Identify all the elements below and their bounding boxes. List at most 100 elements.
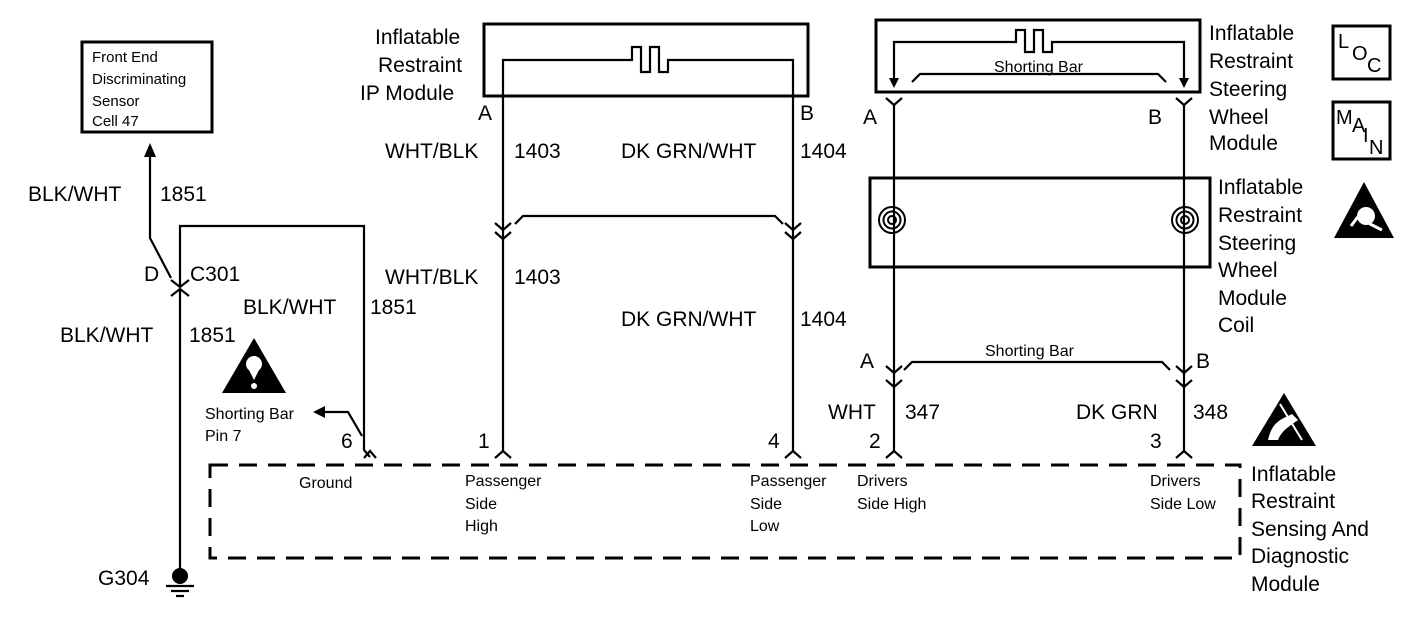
steering-shorting-bar-label: Shorting Bar (994, 59, 1084, 76)
ip-module-box (482, 22, 810, 98)
steering-coil-label-1: Inflatable (1218, 176, 1303, 199)
wire-color-blk-wht-top: BLK/WHT (28, 183, 122, 206)
steering-wheel-module-label-5: Module (1209, 132, 1278, 155)
ip-terminal-b: B (800, 102, 814, 125)
sdm-pin-1-label-1: Passenger (465, 473, 542, 490)
front-end-sensor-line-4: Cell 47 (92, 113, 139, 130)
steering-wheel-module-label-3: Steering (1209, 78, 1287, 101)
front-end-sensor-line-3: Sensor (92, 93, 140, 110)
steering-wheel-module-box (874, 18, 1202, 94)
sdm-pin-3-label-1: Drivers (1150, 473, 1201, 490)
sdm-pin-3: 3 (1150, 430, 1162, 453)
sdm-pin-4-label-1: Passenger (750, 473, 827, 490)
steering-coil-label-2: Restraint (1218, 204, 1302, 227)
sdm-pin-1: 1 (478, 430, 490, 453)
ip-module-label-3: IP Module (360, 82, 454, 105)
shorting-bar-pin-label-1: Shorting Bar (205, 406, 295, 423)
sdm-pin-6: 6 (341, 430, 353, 453)
wire-color-wht-blk-top: WHT/BLK (385, 140, 478, 163)
sdm-pin-4-label-3: Low (750, 518, 780, 535)
steering-coil-label-6: Coil (1218, 314, 1254, 337)
steering-coil-box (868, 176, 1212, 269)
main-badge-i: I (1363, 125, 1369, 147)
steering-coil-label-4: Wheel (1218, 259, 1278, 282)
front-end-sensor: Front End Discriminating Sensor Cell 47 (80, 40, 214, 134)
wire-circuit-1404-top: 1404 (800, 140, 847, 163)
sdm-pin-2-label-1: Drivers (857, 473, 908, 490)
wire-blk-wht-to-sensor (144, 143, 172, 279)
front-end-sensor-line-1: Front End (92, 49, 158, 66)
ground-g304-label: G304 (98, 567, 150, 590)
wire-color-blk-wht-low: BLK/WHT (60, 324, 154, 347)
shorting-bar-pin-label-2: Pin 7 (205, 428, 242, 445)
steering-wheel-shorting-symbol (892, 28, 1186, 82)
steering-wheel-module-label-2: Restraint (1209, 50, 1293, 73)
wire-circuit-1851-top: 1851 (160, 183, 207, 206)
steering-terminal-b: B (1148, 106, 1162, 129)
clockspring-coil-left-icon (878, 206, 906, 234)
sdm-label-3: Sensing And (1251, 518, 1369, 541)
clockspring-coil-right-icon (1171, 206, 1199, 234)
steering-coil-label-5: Module (1218, 287, 1287, 310)
sdm-label-2: Restraint (1251, 490, 1335, 513)
wire-circuit-1851-low: 1851 (189, 324, 236, 347)
wire-circuit-1404-low: 1404 (800, 308, 847, 331)
loc-badge-c: C (1367, 55, 1381, 77)
ip-module-label-2: Restraint (378, 54, 462, 77)
main-badge-a: A (1352, 115, 1366, 137)
wire-ground-loop (178, 224, 371, 458)
wire-circuit-1403-low: 1403 (514, 266, 561, 289)
lower-terminal-b: B (1196, 350, 1210, 373)
wire-circuit-347: 347 (905, 401, 940, 424)
sdm-label-5: Module (1251, 573, 1320, 596)
steering-module-connector-symbol (885, 97, 1193, 107)
wire-circuit-1403-top: 1403 (514, 140, 561, 163)
steering-wheel-module-label-1: Inflatable (1209, 22, 1294, 45)
ip-terminal-a: A (478, 102, 492, 125)
sdm-pin-4-label-2: Side (750, 496, 782, 513)
sdm-pin-6-label: Ground (299, 475, 352, 492)
wire-color-wht: WHT (828, 401, 876, 424)
steering-wheel-module-label-4: Wheel (1209, 106, 1269, 129)
shorting-bar-pin-arrow (322, 410, 363, 437)
ip-connector-symbol (494, 214, 802, 241)
wire-circuit-348: 348 (1193, 401, 1228, 424)
sdm-pin-1-label-2: Side (465, 496, 497, 513)
lower-connector-symbol (885, 360, 1193, 389)
connector-c301-label: C301 (190, 263, 240, 286)
loc-badge-l: L (1338, 31, 1349, 53)
front-end-sensor-line-2: Discriminating (92, 71, 186, 88)
steering-terminal-a: A (863, 106, 877, 129)
airbag-warning-icon (1334, 182, 1394, 238)
esd-sensitive-icon (1252, 393, 1316, 446)
ip-module-label-1: Inflatable (375, 26, 460, 49)
wire-circuit-1851-mid: 1851 (370, 296, 417, 319)
sdm-pin-terminals (363, 449, 1193, 459)
main-badge-n: N (1369, 137, 1383, 159)
sdm-pin-1-label-3: High (465, 518, 498, 535)
wire-color-dk-grn: DK GRN (1076, 401, 1158, 424)
sdm-label-4: Diagnostic (1251, 545, 1349, 568)
wire-color-dkgrn-wht-top: DK GRN/WHT (621, 140, 756, 163)
ip-module-shorting-symbol (501, 45, 795, 84)
wire-color-dkgrn-wht-low: DK GRN/WHT (621, 308, 756, 331)
sdm-pin-2-label-2: Side High (857, 496, 926, 513)
caution-icon (222, 338, 286, 393)
sdm-pin-2: 2 (869, 430, 881, 453)
main-badge-m: M (1336, 107, 1353, 129)
steering-shorting-bar-bracket (911, 72, 1167, 83)
loc-badge-o: O (1352, 43, 1368, 65)
lower-terminal-a: A (860, 350, 874, 373)
sdm-box (208, 463, 1242, 560)
sdm-pin-3-label-2: Side Low (1150, 496, 1216, 513)
main-badge: M A I N (1331, 100, 1392, 161)
steering-coil-label-3: Steering (1218, 232, 1296, 255)
sdm-label-1: Inflatable (1251, 463, 1336, 486)
sdm-pin-4: 4 (768, 430, 780, 453)
lower-shorting-bar-label: Shorting Bar (985, 343, 1075, 360)
loc-badge: L O C (1331, 24, 1392, 81)
connector-pin-d: D (144, 263, 159, 286)
ground-symbol (166, 568, 194, 598)
wire-color-blk-wht-mid: BLK/WHT (243, 296, 337, 319)
